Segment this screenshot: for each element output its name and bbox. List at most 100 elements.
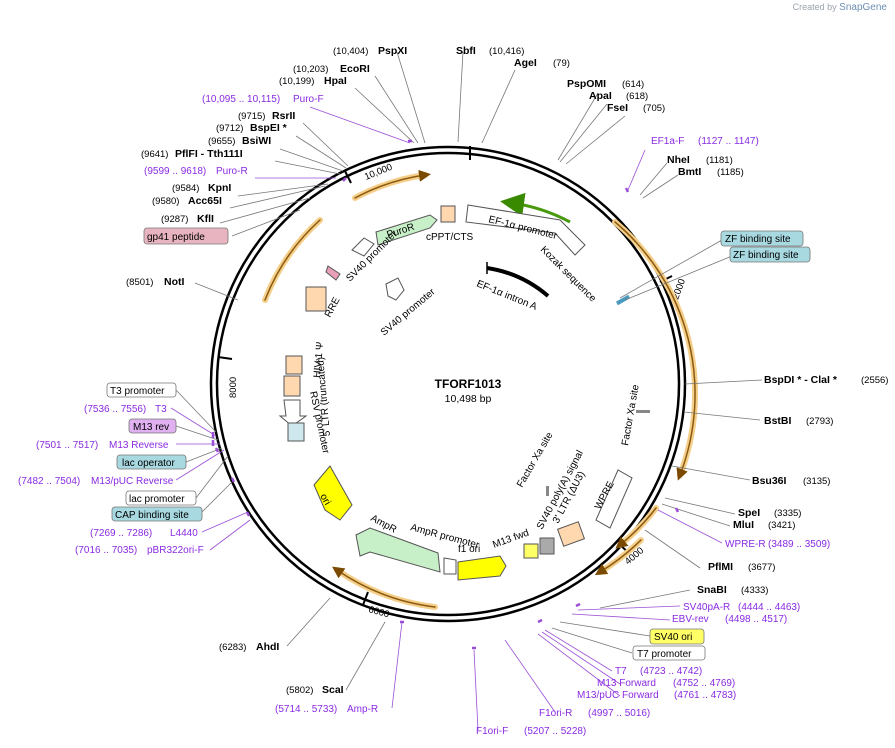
primer-pbr322: pBR322ori-F: [147, 545, 204, 556]
sv40-ori-box: [523, 543, 539, 559]
enzyme-bsu36i-pos: (3135): [803, 476, 830, 487]
primer-sv40pa-r-pos: (4444 .. 4463): [738, 602, 800, 613]
enzyme-bsu36i: Bsu36I: [752, 475, 787, 487]
box-zf-1: ZF binding site: [725, 234, 791, 245]
primer-m13-fwd-pos: (4752 .. 4769): [673, 678, 735, 689]
feature-shapes: [278, 192, 650, 581]
f1ori-arrow: [457, 555, 507, 581]
primer-marks: [211, 139, 680, 650]
leader-lines: [170, 51, 763, 731]
primer-f1ori-r: F1ori-R: [539, 708, 572, 719]
zf-site-marker: [615, 294, 631, 306]
enzyme-acc65i: Acc65I: [188, 195, 222, 207]
enzyme-pspxi: PspXI: [378, 45, 407, 57]
enzyme-fsei: FseI: [607, 102, 628, 114]
enzyme-pspomi: PspOMI: [567, 78, 606, 90]
enzyme-rsrii-pos: (9715): [238, 111, 265, 122]
box-zf-2: ZF binding site: [733, 250, 799, 261]
enzyme-apai-pos: (618): [626, 91, 648, 102]
plasmid-length: 10,498 bp: [445, 393, 492, 405]
enzyme-pspxi-pos: (10,404): [333, 46, 368, 57]
primer-puro-r-pos: (9599 .. 9618): [144, 166, 206, 177]
gp41-marker: [325, 265, 341, 281]
primer-m13puc-rev: M13/pUC Reverse: [91, 476, 174, 487]
enzyme-hpai: HpaI: [324, 75, 347, 87]
enzyme-pflmi: PflMI: [708, 561, 733, 573]
ampr-arrow: [355, 527, 441, 573]
lac-stack: [287, 422, 305, 442]
enzyme-bmti: BmtI: [678, 166, 701, 178]
enzyme-mlui: MluI: [733, 519, 754, 531]
primer-wpre-r: WPRE-R: [725, 539, 766, 550]
primer-f1ori-r-pos: (4997 .. 5016): [588, 708, 650, 719]
box-lac-promoter: lac promoter: [129, 494, 185, 505]
hiv-psi-box: [285, 355, 303, 375]
orf-arcs: [262, 169, 699, 610]
ori-arrow: [313, 465, 353, 521]
primer-m13puc-fwd-pos: (4761 .. 4783): [674, 690, 736, 701]
enzyme-labels: (10,404) PspXI SbfI (10,416) AgeI (79) (…: [126, 45, 888, 696]
enzyme-sbfi: SbfI: [456, 45, 476, 57]
box-t3-promoter: T3 promoter: [110, 386, 165, 397]
enzyme-hpai-pos: (10,199): [279, 76, 314, 87]
enzyme-nhei-pos: (1181): [706, 155, 733, 166]
feature-factor-xa-1: Factor Xa site: [620, 383, 642, 446]
box-m13-rev: M13 rev: [133, 422, 169, 433]
primer-m13puc-rev-pos: (7482 .. 7504): [18, 476, 80, 487]
primer-ebv-rev-pos: (4498 .. 4517): [725, 614, 787, 625]
enzyme-scai-pos: (5802): [286, 685, 313, 696]
enzyme-bstbi-pos: (2793): [806, 416, 833, 427]
enzyme-pspomi-pos: (614): [622, 79, 644, 90]
enzyme-noti: NotI: [164, 276, 184, 288]
ltr5-box: [283, 375, 301, 397]
enzyme-agei-pos: (79): [553, 58, 570, 69]
enzyme-snabi-pos: (4333): [741, 585, 768, 596]
enzyme-clai: BspDI * - ClaI *: [764, 374, 838, 386]
enzyme-nhei: NheI: [667, 154, 690, 166]
enzyme-scai: ScaI: [322, 684, 344, 696]
enzyme-bsiwi-pos: (9655): [208, 136, 235, 147]
rsv-promoter-arrow: [278, 399, 308, 427]
enzyme-pflfi-pos: (9641): [141, 149, 168, 160]
enzyme-kpni: KpnI: [208, 182, 231, 194]
primer-amp-r: Amp-R: [347, 704, 378, 715]
sv40-promoter-arrow-1: [351, 237, 375, 257]
primer-m13puc-fwd: M13/pUC Forward: [577, 690, 659, 701]
primer-t7: T7: [615, 666, 627, 677]
cppt-cts-box: [440, 205, 456, 223]
primer-ef1a-f: EF1a-F: [651, 136, 684, 147]
enzyme-spei-pos: (3335): [774, 508, 801, 519]
enzyme-ecori: EcoRI: [340, 63, 370, 75]
primer-m13-rev: M13 Reverse: [109, 440, 169, 451]
enzyme-pflmi-pos: (3677): [748, 562, 775, 573]
enzyme-bsiwi: BsiWI: [242, 135, 271, 147]
feature-ori: ori: [317, 492, 332, 507]
ltr3-box: [556, 521, 586, 547]
enzyme-bmti-pos: (1185): [717, 167, 744, 178]
feature-cppt: cPPT/CTS: [426, 232, 474, 243]
enzyme-fsei-pos: (705): [643, 103, 665, 114]
primer-puro-f-pos: (10,095 .. 10,115): [202, 94, 280, 105]
primer-t3: T3: [155, 404, 167, 415]
enzyme-snabi: SnaBI: [697, 584, 727, 596]
primer-t3-pos: (7536 .. 7556): [84, 404, 146, 415]
primer-sv40pa-r: SV40pA-R: [683, 602, 730, 613]
ef1a-promoter-green-arc: [500, 192, 571, 224]
enzyme-acc65i-pos: (9580): [152, 196, 179, 207]
primer-pbr322-pos: (7016 .. 7035): [75, 545, 137, 556]
enzyme-pflfi: PflFI - Tth111I: [175, 148, 243, 160]
enzyme-noti-pos: (8501): [126, 277, 153, 288]
primer-puro-r: Puro-R: [216, 166, 248, 177]
enzyme-clai-pos: (2556): [861, 375, 888, 386]
ef1a-intron-arc: [486, 266, 550, 298]
factor-xa-2: [546, 486, 549, 496]
rre-box: [305, 286, 327, 312]
puror-arrow: [375, 214, 438, 246]
box-gp41: gp41 peptide: [147, 232, 205, 243]
enzyme-bspei-pos: (9712): [216, 123, 243, 134]
primer-amp-r-pos: (5714 .. 5733): [275, 704, 337, 715]
primer-f1ori-f: F1ori-F: [476, 726, 508, 737]
boxed-feature-labels: gp41 peptide ZF binding site ZF binding …: [106, 227, 811, 661]
factor-xa-1: [636, 410, 650, 413]
